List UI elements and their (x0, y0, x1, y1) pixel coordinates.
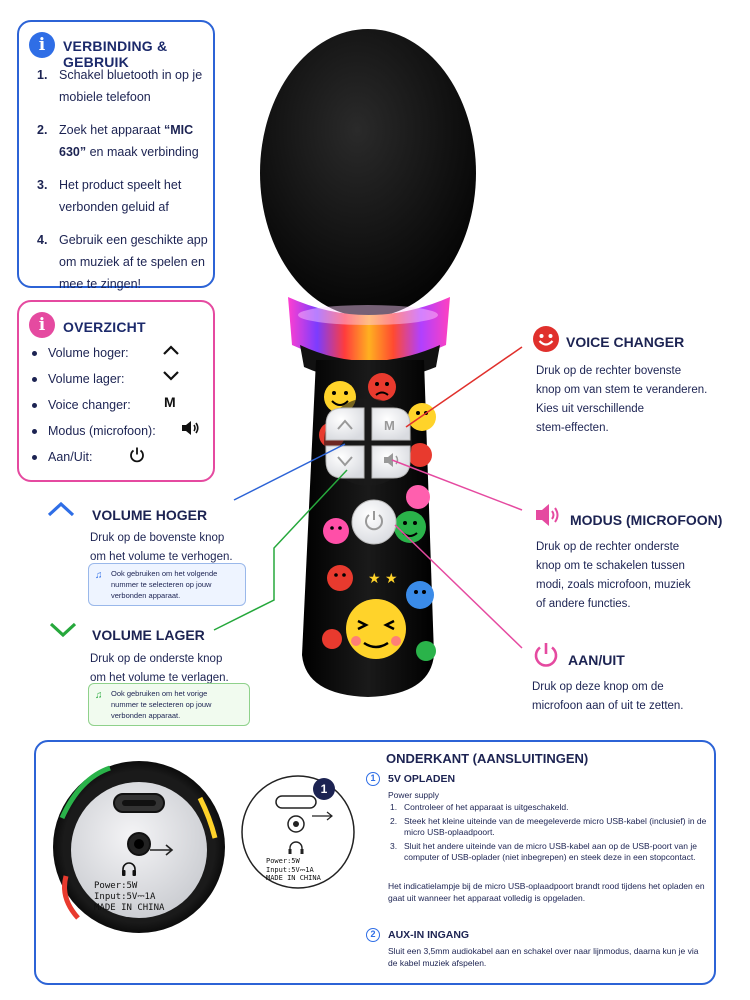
aux-text: Sluit een 3,5mm audiokabel aan en schake… (388, 946, 699, 968)
smiley-icon (533, 326, 559, 352)
power-title: AAN/UIT (568, 652, 625, 668)
chevron-up-icon (163, 345, 179, 355)
mic-mode-key-label: M (384, 418, 395, 433)
info-icon: i (29, 32, 55, 58)
chevron-up-icon (47, 501, 75, 517)
overview-item: Volume lager: (30, 366, 156, 392)
connection-step: 4.Gebruik een geschikte app om muziek af… (37, 233, 208, 291)
overview-box: i OVERZICHT (17, 300, 215, 482)
headphone-icon (122, 862, 136, 876)
chevron-down-icon (163, 371, 179, 381)
volume-down-text: Druk op de onderste knop om het volume t… (90, 653, 229, 684)
ports-title: ONDERKANT (AANSLUITINGEN) (386, 751, 589, 766)
aux-number: 2 (366, 928, 380, 942)
connection-step: 1.Schakel bluetooth in op je mobiele tel… (37, 68, 203, 104)
mode-key-symbol: M (164, 394, 176, 410)
connection-step: 2.Zoek het apparaat “MIC 630” en maak ve… (37, 123, 199, 159)
charging-step: 3.Sluit het andere uiteinde van de micro… (390, 840, 697, 863)
power-icon (130, 447, 144, 463)
volume-up-text: Druk op de bovenste knop om het volume t… (90, 532, 233, 563)
overview-item: Modus (microfoon): (30, 418, 156, 444)
volume-down-note: ♫ Ook gebruiken om het vorige nummer te … (88, 683, 250, 726)
charging-subtitle: Power supply (388, 790, 440, 800)
overview-item: Volume hoger: (30, 340, 156, 366)
overview-title: OVERZICHT (63, 319, 146, 335)
chevron-down-icon (49, 622, 77, 638)
voice-changer-text: Druk op de rechter bovenste knop om van … (536, 365, 708, 434)
mode-title: MODUS (MICROFOON) (570, 512, 723, 528)
voice-changer-title: VOICE CHANGER (566, 334, 685, 350)
connection-box: i VERBINDING & GEBRUIK 1.Schakel bluetoo… (17, 20, 215, 291)
volume-down-title: VOLUME LAGER (92, 627, 205, 643)
info-icon: i (29, 312, 55, 338)
overview-item: Voice changer: (30, 392, 156, 418)
ports-diagram (241, 775, 355, 889)
control-button-cluster (324, 398, 412, 486)
connection-steps: 1.Schakel bluetooth in op je mobiele tel… (37, 64, 217, 306)
charging-step: 1.Controleer of het apparaat is uitgesch… (390, 802, 569, 812)
charging-number: 1 (366, 772, 380, 786)
diagram-marker: 1 (313, 778, 335, 800)
overview-list: Volume hoger: Volume lager: Voice change… (30, 340, 156, 470)
speaker-icon (536, 504, 559, 526)
overview-item: Aan/Uit: (30, 444, 156, 470)
charging-step: 2.Steek het kleine uiteinde van de meege… (390, 815, 707, 838)
music-note-icon: ♫ (95, 570, 103, 581)
charging-title: 5V OPLADEN (388, 773, 456, 785)
photo-port-label: Power:5W Input:5V⎓1A MADE IN CHINA (94, 881, 165, 913)
diagram-port-label: Power:5W Input:5V⎓1A MADE IN CHINA (266, 857, 321, 882)
speaker-icon (182, 421, 199, 435)
mic-power-button (351, 499, 397, 545)
microphone-illustration: ★ ★ M (260, 29, 476, 697)
svg-text:★ ★: ★ ★ (368, 571, 398, 587)
aux-title: AUX-IN INGANG (388, 929, 470, 941)
charging-steps: 1.Controleer of het apparaat is uitgesch… (390, 802, 708, 866)
volume-up-title: VOLUME HOGER (92, 507, 208, 523)
callout-lines (213, 346, 523, 649)
connection-step: 3.Het product speelt het verbonden gelui… (37, 178, 182, 214)
mic-bottom-photo (53, 761, 225, 933)
power-icon (534, 643, 558, 667)
mode-text: Druk op de rechter onderste knop om te s… (536, 541, 691, 610)
connection-title: VERBINDING & GEBRUIK (63, 38, 168, 70)
power-text: Druk op deze knop om de microfoon aan of… (532, 681, 684, 712)
charging-indicator-text: Het indicatielampje bij de micro USB-opl… (388, 881, 705, 903)
music-note-icon: ♫ (95, 690, 103, 701)
volume-up-note: ♫ Ook gebruiken om het volgende nummer t… (88, 563, 246, 606)
